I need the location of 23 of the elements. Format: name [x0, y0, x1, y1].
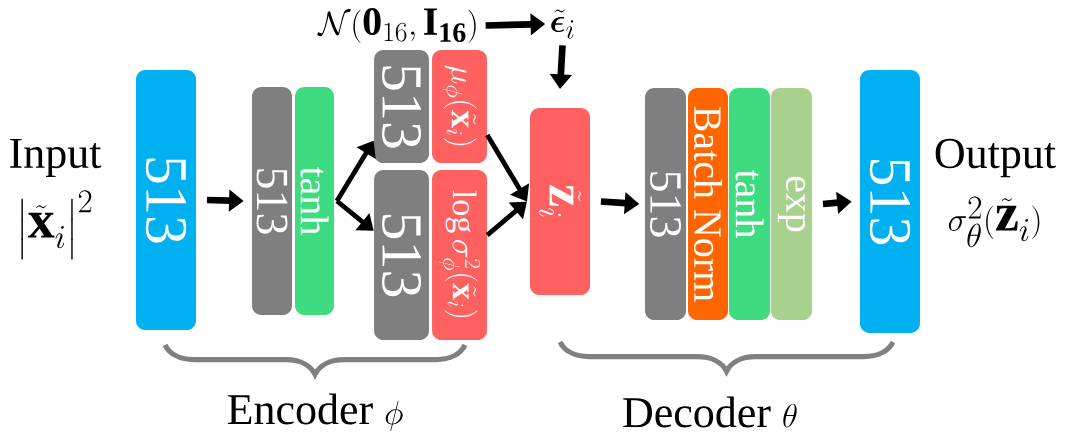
activation-block: tanh — [728, 88, 771, 320]
activation-block: exp — [770, 88, 813, 320]
layer-block: 513 — [374, 49, 429, 164]
layer-block: 513 — [644, 88, 687, 320]
side-formula: $\sigma^2_\theta(\tilde{\mathbf{z}}_i)$ — [948, 196, 1040, 248]
arrow — [335, 199, 374, 231]
layer-block: 513 — [252, 87, 292, 315]
layer-block: 513 — [374, 170, 429, 340]
caption-text: Decoder $\theta$ — [623, 396, 797, 428]
latent-block: $\log\sigma^2_\phi(\tilde{\mathbf{x}}_i)$ — [432, 170, 487, 340]
caption-text: Encoder $\phi$ — [227, 393, 403, 431]
arrow — [485, 201, 527, 237]
side-formula: $\left|\tilde{\mathbf{x}}_i\right|^2$ — [21, 190, 92, 260]
formula-label: $\tilde{\bm{\epsilon}}_i$ — [551, 9, 574, 39]
side-label: Input — [10, 138, 102, 178]
side-label: Output — [935, 138, 1056, 178]
latent-block: $\mu_\phi(\tilde{\mathbf{x}}_i)$ — [432, 49, 487, 164]
layer-block: 513 — [860, 70, 920, 333]
layer-block: 513 — [136, 70, 196, 330]
formula-label: $\mathcal{N}(\mathbf{0}_{16},\mathbf{I}_{\mathbf{16}})$ — [317, 8, 476, 43]
normalization-block: Batch Norm — [688, 88, 728, 320]
latent-block: $\tilde{\mathbf{z}}_i$ — [530, 108, 590, 295]
activation-block: tanh — [295, 87, 334, 315]
